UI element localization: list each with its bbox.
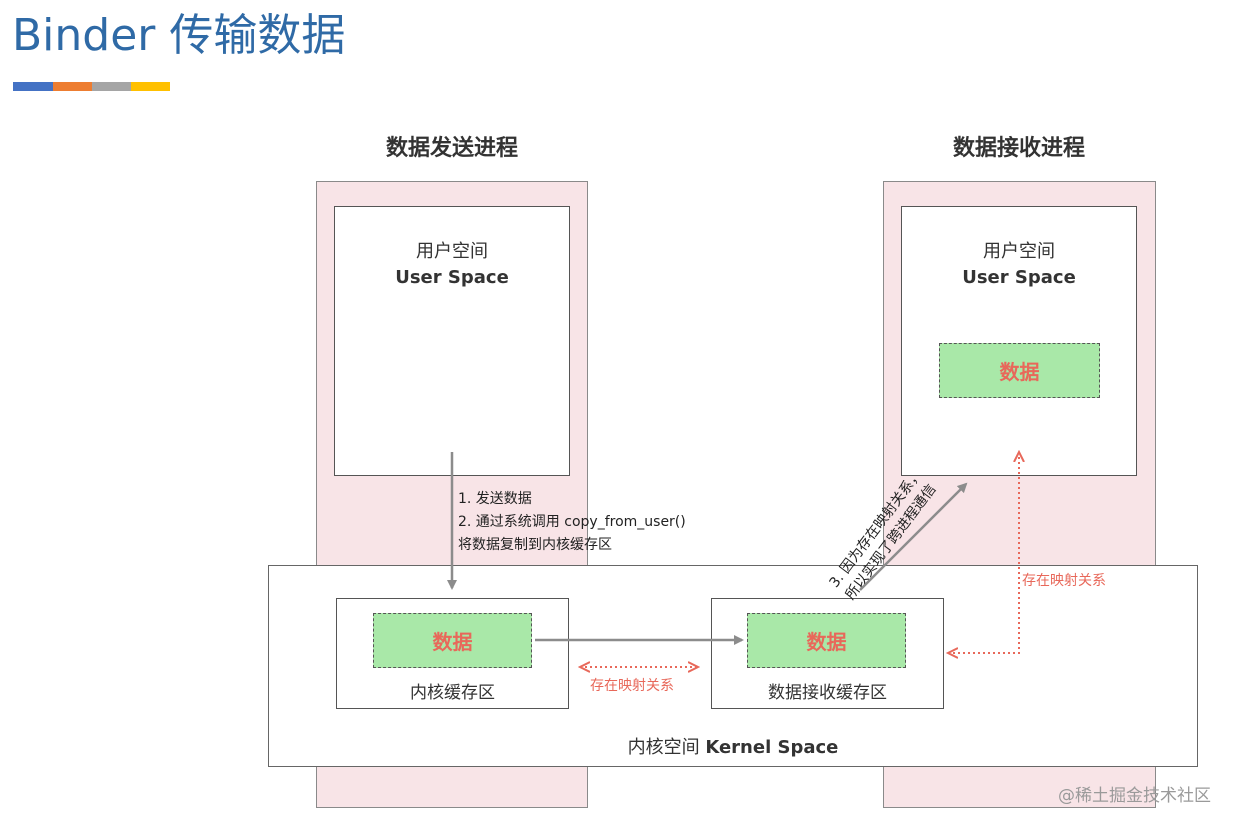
mapping-label-middle: 存在映射关系 [590,678,674,694]
receiver-user-space-cn: 用户空间 [983,241,1055,262]
receiver-user-space-label: 用户空间 User Space [902,239,1136,291]
step2-note: 2. 通过系统调用 copy_from_user() [458,514,686,530]
accent-bar-gray [92,82,131,91]
sender-user-space-cn: 用户空间 [416,241,488,262]
mapping-label-right: 存在映射关系 [1022,573,1106,589]
accent-bar-orange [53,82,92,91]
watermark: @稀土掘金技术社区 [1058,786,1211,806]
cross-process-arrow [859,482,968,591]
step2b-note: 将数据复制到内核缓存区 [458,537,612,553]
step1-note: 1. 发送数据 [458,491,532,507]
receiver-process-title: 数据接收进程 [952,136,1085,161]
receiver-user-space-en: User Space [962,267,1076,288]
sender-user-space-label: 用户空间 User Space [335,239,569,291]
sender-user-space-en: User Space [395,267,509,288]
kernel-space-label-en: Kernel Space [705,737,839,758]
page-title: Binder 传输数据 [12,10,346,61]
receive-buffer-label: 数据接收缓存区 [768,683,887,703]
kernel-space-label-cn: 内核空间 [627,737,700,758]
receive-buffer-data: 数据 [747,613,906,668]
receiver-user-data: 数据 [939,343,1100,398]
kernel-buffer-data: 数据 [373,613,532,668]
accent-bar-blue [13,82,53,91]
sender-process-title: 数据发送进程 [385,136,518,161]
kernel-space-label: 内核空间 Kernel Space [268,733,1198,759]
kernel-buffer-label: 内核缓存区 [410,683,495,703]
step-notes: 1. 发送数据 2. 通过系统调用 copy_from_user() 将数据复制… [458,488,686,557]
mapping-arrow-right [948,452,1019,653]
accent-bar-yellow [131,82,170,91]
